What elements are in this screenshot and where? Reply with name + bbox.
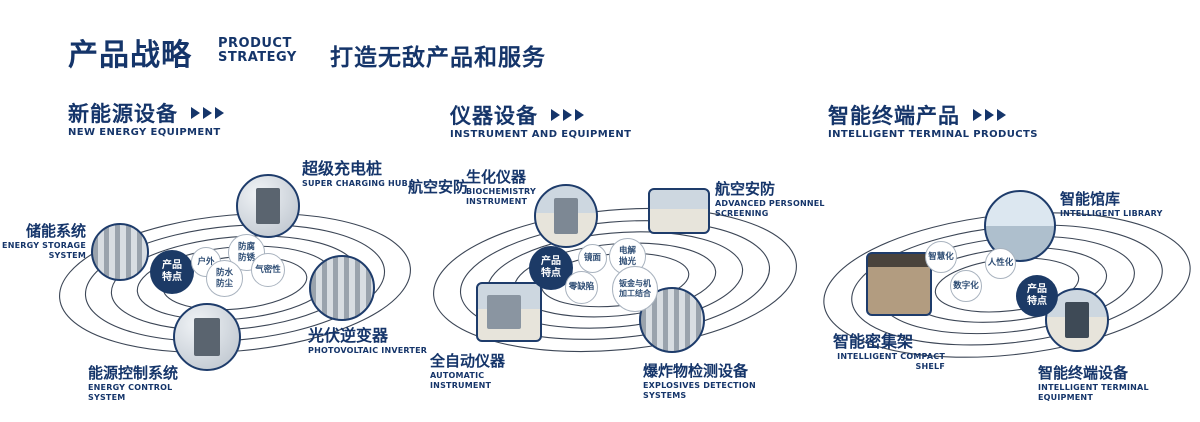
label-intelligent-library: 智能馆库 INTELLIGENT LIBRARY bbox=[1060, 188, 1190, 219]
photo-super-charging-hub bbox=[236, 174, 300, 238]
photo-biochemistry-instrument bbox=[534, 184, 598, 248]
label-explosives-detection: 爆炸物检测设备 EXPLOSIVES DETECTION SYSTEMS bbox=[643, 360, 783, 402]
item-en: BIOCHEMISTRY INSTRUMENT bbox=[466, 187, 536, 207]
label-intelligent-terminal-equipment: 智能终端设备 INTELLIGENT TERMINAL EQUIPMENT bbox=[1038, 362, 1198, 404]
item-en: SUPER CHARGING HUB bbox=[302, 179, 408, 188]
item-en: ENERGY STORAGE SYSTEM bbox=[2, 241, 86, 261]
item-name: 智能终端设备 bbox=[1038, 364, 1129, 382]
label-intelligent-compact-shelf: 智能密集架 INTELLIGENT COMPACT SHELF bbox=[833, 328, 945, 373]
triple-arrow-icon bbox=[548, 109, 584, 121]
feature-bubble: 镜面 bbox=[578, 244, 607, 273]
section-heading-new-energy: 新能源设备 bbox=[68, 98, 224, 128]
section-subtitle-terminal: INTELLIGENT TERMINAL PRODUCTS bbox=[828, 129, 1038, 140]
item-name: 超级充电桩 bbox=[302, 159, 383, 178]
feature-bubble: 数字化 bbox=[950, 270, 982, 302]
photo-energy-storage bbox=[91, 223, 149, 281]
page-title-en: PRODUCT STRATEGY bbox=[218, 37, 297, 65]
item-en: PHOTOVOLTAIC INVERTER bbox=[308, 346, 428, 355]
item-name: 生化仪器 bbox=[466, 168, 527, 186]
item-en: INTELLIGENT LIBRARY bbox=[1060, 209, 1163, 218]
section-title-instrument: 仪器设备 bbox=[450, 104, 538, 128]
label-automatic-instrument: 全自动仪器 AUTOMATIC INSTRUMENT bbox=[430, 350, 540, 392]
section-heading-terminal: 智能终端产品 bbox=[828, 100, 1006, 130]
label-photovoltaic-inverter: 光伏逆变器 PHOTOVOLTAIC INVERTER bbox=[308, 322, 428, 356]
item-name: 光伏逆变器 bbox=[308, 326, 389, 345]
page-title-en-line2: STRATEGY bbox=[218, 50, 297, 65]
item-name: 爆炸物检测设备 bbox=[643, 362, 749, 380]
label-super-charging-hub: 超级充电桩 SUPER CHARGING HUB bbox=[302, 155, 422, 189]
label-energy-storage: 储能系统 ENERGY STORAGE SYSTEM bbox=[0, 220, 86, 262]
photo-photovoltaic-inverter bbox=[309, 255, 375, 321]
item-name: 航空安防 bbox=[715, 180, 776, 198]
page-title: 产品战略 bbox=[68, 38, 192, 73]
photo-intelligent-compact-shelf bbox=[866, 252, 932, 316]
photo-automatic-instrument bbox=[476, 282, 542, 342]
photo-energy-control-system bbox=[173, 303, 241, 371]
feature-bubble: 气密性 bbox=[251, 253, 285, 287]
item-en: AUTOMATIC INSTRUMENT bbox=[430, 371, 492, 391]
item-en: EXPLOSIVES DETECTION SYSTEMS bbox=[643, 381, 756, 401]
section-subtitle-instrument: INSTRUMENT AND EQUIPMENT bbox=[450, 129, 632, 140]
item-name: 智能馆库 bbox=[1060, 190, 1121, 208]
feature-bubble: 人性化 bbox=[985, 248, 1016, 279]
item-name: 能源控制系统 bbox=[88, 364, 179, 382]
triple-arrow-icon bbox=[970, 109, 1006, 121]
item-name: 智能密集架 bbox=[833, 332, 914, 351]
page-title-en-line1: PRODUCT bbox=[218, 36, 292, 51]
item-en: INTELLIGENT TERMINAL EQUIPMENT bbox=[1038, 383, 1149, 403]
item-en: ADVANCED PERSONNEL SCREENING bbox=[715, 199, 825, 219]
item-name: 全自动仪器 bbox=[430, 352, 506, 370]
feature-bubble: 防水防尘 bbox=[206, 260, 243, 297]
item-en: ENERGY CONTROL SYSTEM bbox=[88, 383, 173, 403]
label-aviation-security-aux: 航空安防 bbox=[408, 178, 469, 196]
section-heading-instrument: 仪器设备 bbox=[450, 100, 584, 130]
feature-bubble: 钣金与机加工结合 bbox=[612, 266, 658, 312]
item-en: INTELLIGENT COMPACT SHELF bbox=[837, 352, 945, 372]
feature-bubble: 零缺陷 bbox=[565, 271, 598, 304]
page-tagline: 打造无敌产品和服务 bbox=[330, 45, 546, 71]
section-title-new-energy: 新能源设备 bbox=[68, 102, 178, 126]
badge-product-features: 产品特点 bbox=[150, 250, 194, 294]
label-biochemistry-instrument: 生化仪器 BIOCHEMISTRY INSTRUMENT bbox=[466, 166, 561, 208]
badge-product-features: 产品特点 bbox=[1016, 275, 1058, 317]
section-title-terminal: 智能终端产品 bbox=[828, 104, 960, 128]
label-energy-control-system: 能源控制系统 ENERGY CONTROL SYSTEM bbox=[88, 362, 208, 404]
feature-bubble: 智慧化 bbox=[925, 241, 957, 273]
triple-arrow-icon bbox=[188, 107, 224, 119]
photo-advanced-personnel-screening bbox=[648, 188, 710, 234]
label-advanced-personnel-screening: 航空安防 ADVANCED PERSONNEL SCREENING bbox=[715, 178, 825, 220]
section-subtitle-new-energy: NEW ENERGY EQUIPMENT bbox=[68, 127, 221, 138]
item-name: 储能系统 bbox=[25, 222, 86, 240]
